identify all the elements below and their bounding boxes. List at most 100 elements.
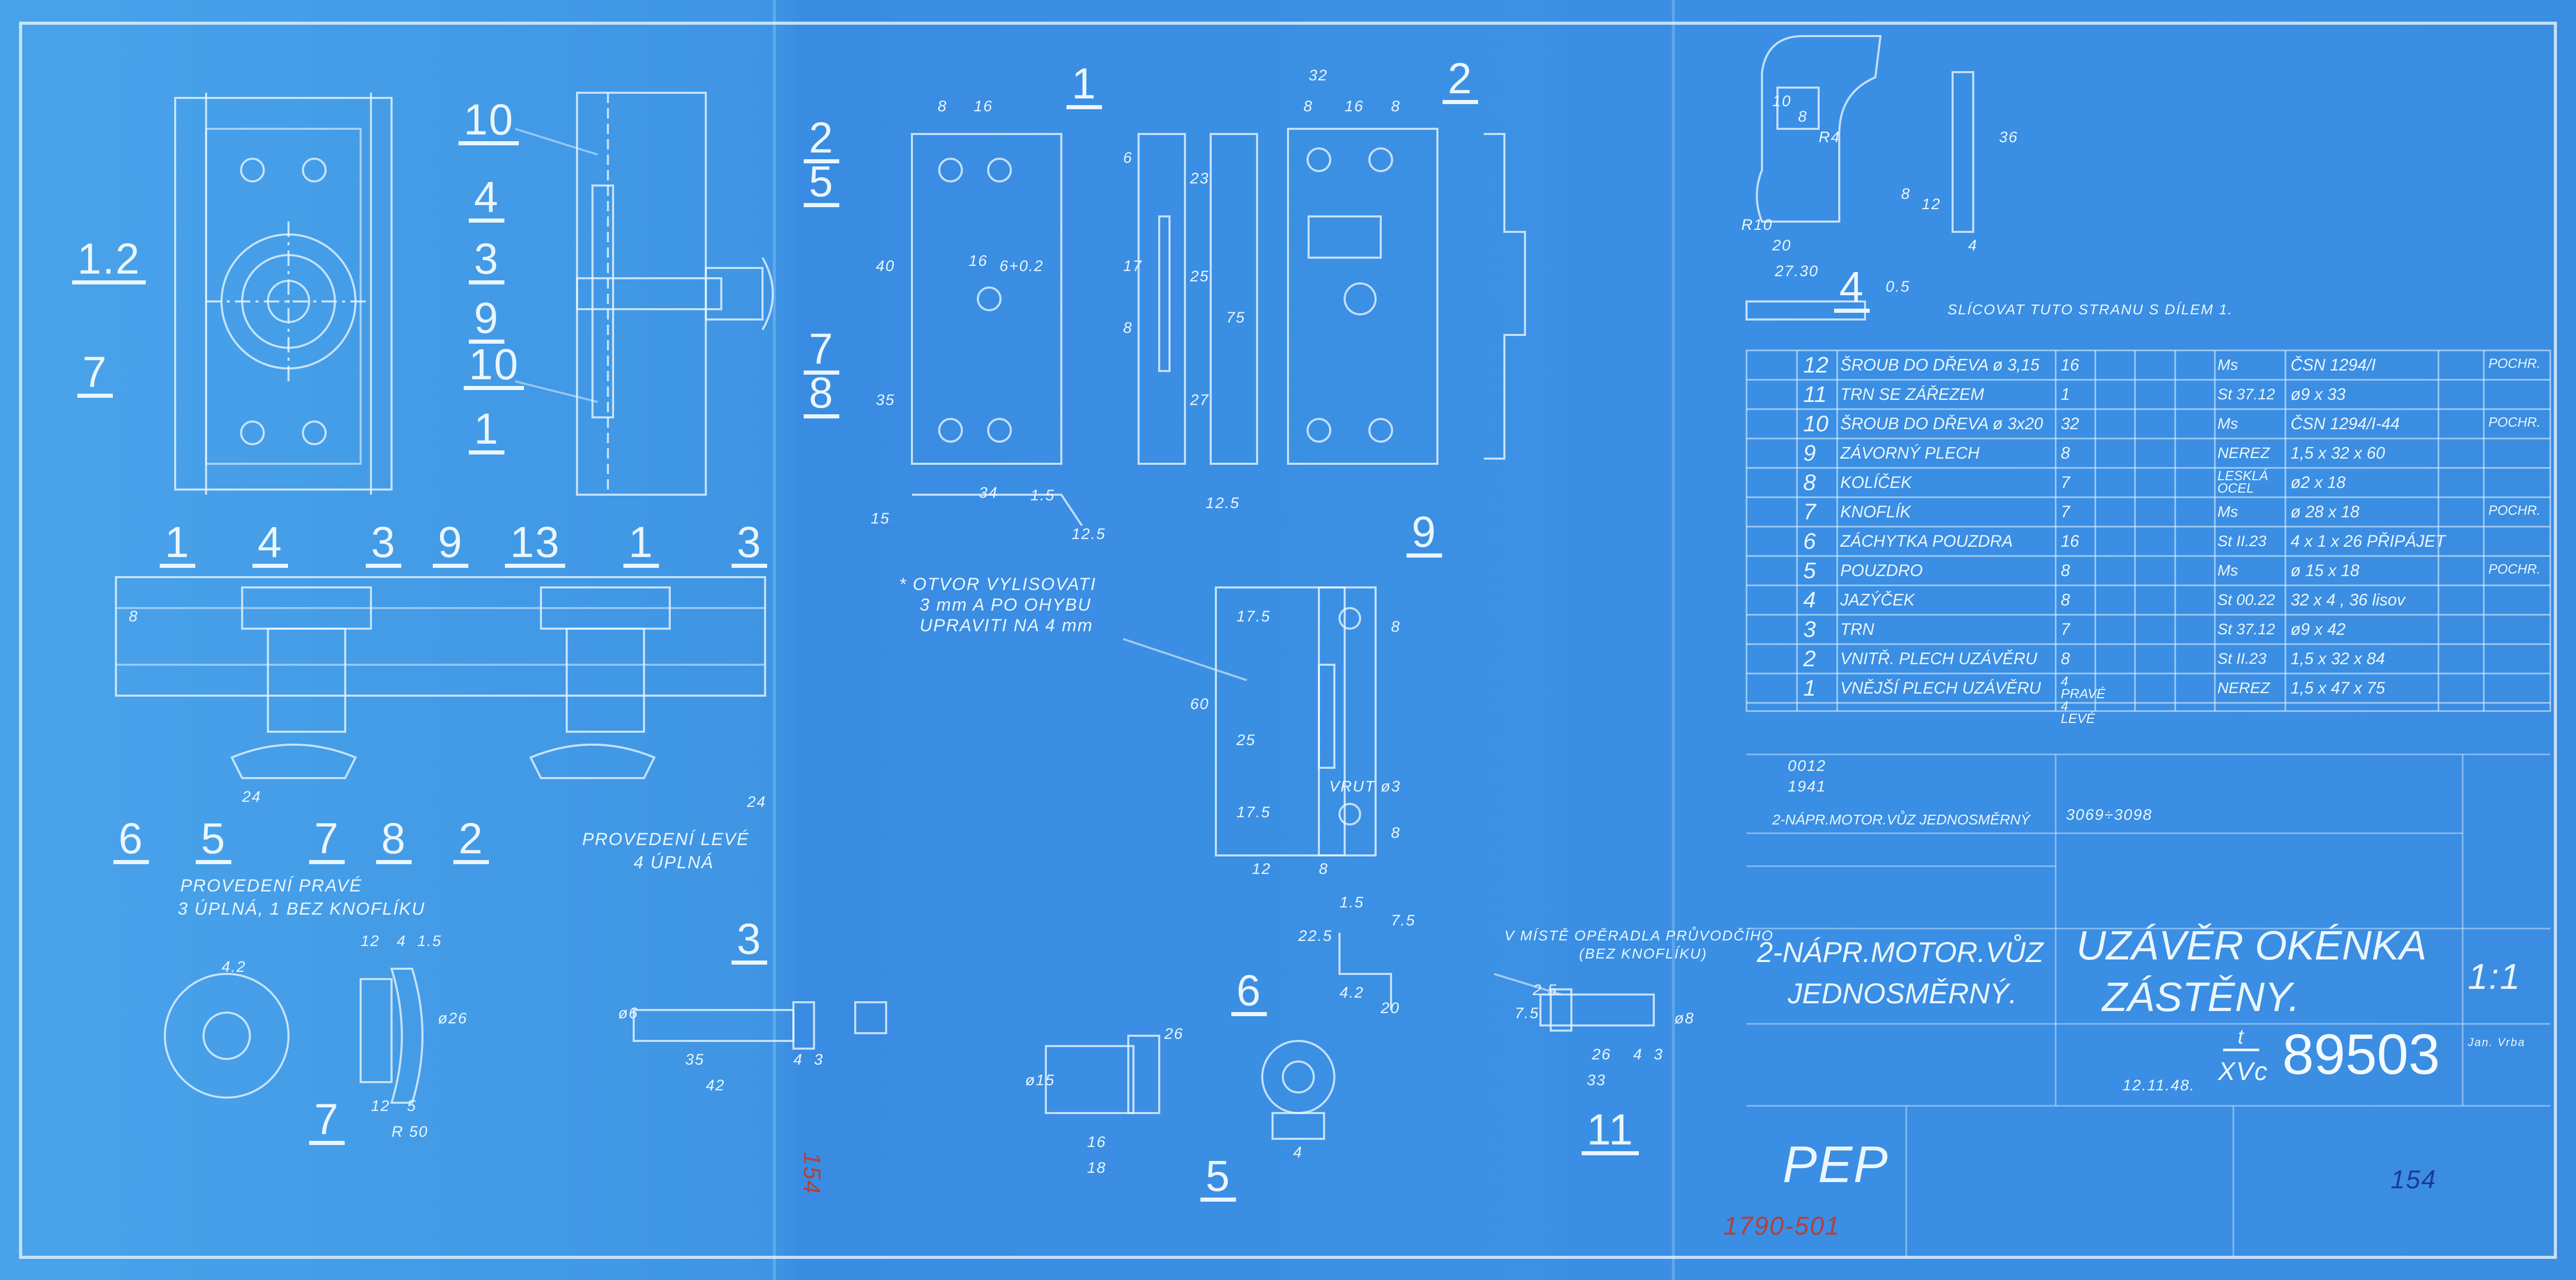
dimension-label: 8 — [1391, 824, 1401, 841]
dimension-label: 40 — [876, 258, 895, 275]
parts-list-qty: 16 — [2061, 356, 2079, 374]
part-7-knob-drawing — [164, 968, 423, 1104]
callout-10: 10 — [459, 98, 519, 145]
dimension-label: 24 — [747, 794, 767, 811]
part-7-label: 7 — [309, 1098, 345, 1145]
dimension-label: 35 — [876, 392, 895, 409]
section-callout: 4 — [252, 520, 288, 568]
signature: Jan. Vrba — [2468, 1036, 2526, 1049]
dimension-label: 12.5 — [1072, 526, 1106, 543]
dimension-label: 0.5 — [1886, 278, 1910, 295]
dimension-label: 27.30 — [1775, 263, 1819, 280]
dimension-label: 26 — [1592, 1046, 1612, 1063]
title-block-grid — [1747, 753, 2550, 1257]
parts-list-no: 4 — [1803, 587, 1816, 613]
dimension-label: 33 — [1587, 1072, 1606, 1089]
dimension-label: 4.2 — [1340, 984, 1364, 1001]
dimension-label: 4 — [1293, 1144, 1303, 1161]
section-callout: 1 — [623, 520, 659, 568]
parts-list-qty: 8 — [2061, 649, 2070, 668]
dimension-label: 35 — [685, 1051, 705, 1068]
part-11-note: (BEZ KNOFLÍKU) — [1579, 946, 1707, 962]
hole-note-line: * OTVOR VYLISOVATI — [899, 575, 1097, 594]
parts-list-material: Ms — [2217, 415, 2238, 432]
handwritten-blue-number: 154 — [2391, 1165, 2437, 1194]
dimension-label: 7.5 — [1515, 1005, 1539, 1022]
dimension-label: 8 — [1901, 186, 1911, 203]
section-callout: 9 — [433, 520, 468, 568]
drawing-title-line-1: UZÁVĚR OKÉNKA — [2076, 922, 2427, 968]
code-1: 0012 — [1788, 757, 1826, 774]
company-mark: PEP — [1783, 1136, 1889, 1193]
bottom-callout: 7 — [309, 817, 345, 864]
dimension-label: 22.5 — [1298, 928, 1333, 945]
dimension-label: ø6 — [618, 1005, 639, 1022]
dimension-label: 75 — [1226, 309, 1246, 326]
parts-list-qty: 8 — [2061, 591, 2070, 609]
handwritten-red-number: 1790-501 — [1723, 1211, 1841, 1240]
parts-list-material: Ms — [2217, 357, 2238, 374]
dimension-label: ø8 — [1674, 1010, 1695, 1027]
parts-list-name: POUZDRO — [1840, 561, 1923, 580]
dimension-label: 5 — [407, 1098, 417, 1115]
part-3-label: 3 — [732, 917, 767, 965]
parts-list-qty: 7 — [2061, 502, 2070, 521]
parts-list-spec: ø2 x 18 — [2291, 473, 2346, 492]
parts-list-no: 12 — [1803, 352, 1828, 378]
callout-2: 2 — [804, 116, 839, 163]
parts-list-name: TRN — [1840, 620, 1874, 638]
part-1-drawing — [911, 133, 1258, 527]
part-11-drawing — [1494, 973, 1655, 1032]
parts-list-spec: ø 28 x 18 — [2291, 502, 2360, 521]
parts-list-material: NEREZ — [2217, 445, 2270, 462]
parts-list-qty: 7 — [2061, 473, 2070, 492]
parts-list-spec: 1,5 x 47 x 75 — [2291, 679, 2385, 697]
dimension-label: 18 — [1087, 1159, 1107, 1176]
callout-1-2: 1.2 — [72, 237, 146, 284]
parts-list-no: 5 — [1803, 558, 1816, 583]
dimension-label: 16 — [969, 252, 988, 270]
dimension-label: 4 — [1968, 237, 1978, 254]
parts-list-qty: 1 — [2061, 385, 2070, 403]
drawing-title-line-2: ZÁSTĚNY. — [2102, 974, 2300, 1020]
parts-list-name: ŠROUB DO DŘEVA ø 3,15 — [1840, 356, 2040, 374]
dimension-label: R10 — [1741, 216, 1773, 233]
section-callout: 1 — [160, 520, 195, 568]
parts-list-spec: ø 15 x 18 — [2291, 561, 2360, 580]
parts-list-qty: 32 — [2061, 414, 2079, 433]
parts-list-finish: POCHR. — [2488, 561, 2541, 577]
dimension-label: 8 — [1319, 861, 1329, 878]
dimension-label: 6+0.2 — [999, 258, 1044, 275]
vehicle-line-2: JEDNOSMĚRNÝ. — [1788, 977, 2017, 1009]
parts-list-material: St II.23 — [2217, 650, 2267, 667]
bottom-callout: 2 — [453, 817, 489, 864]
part-5-drawing — [1045, 1035, 1335, 1140]
right-version-detail: 3 ÚPLNÁ, 1 BEZ KNOFLÍKU — [178, 899, 426, 919]
vehicle-range: 3069÷3098 — [2066, 806, 2153, 823]
bottom-callout: 6 — [113, 817, 149, 864]
parts-list-no: 9 — [1803, 441, 1816, 466]
callout-7: 7 — [77, 350, 113, 398]
code-2: 1941 — [1788, 778, 1826, 795]
dimension-label: 25 — [1190, 268, 1210, 285]
parts-list-name: ZÁVORNÝ PLECH — [1840, 444, 1980, 462]
dimension-label: 12 — [1922, 196, 1941, 213]
parts-list-no: 10 — [1803, 411, 1828, 436]
parts-list-finish: POCHR. — [2488, 356, 2541, 371]
dimension-label: 6 — [1123, 149, 1133, 166]
parts-list-name: JAZÝČEK — [1840, 591, 1915, 609]
parts-list-name: ŠROUB DO DŘEVA ø 3x20 — [1840, 414, 2043, 433]
callout-7: 7 — [804, 327, 839, 375]
scale: 1:1 — [2468, 956, 2521, 997]
parts-list-material: Ms — [2217, 562, 2238, 579]
dimension-label: 17.5 — [1236, 804, 1271, 821]
dimension-label: 26 — [1164, 1025, 1184, 1042]
dimension-label: ø26 — [438, 1010, 468, 1027]
dimension-label: 8 — [1798, 108, 1808, 125]
dimension-label: 3 — [814, 1051, 824, 1068]
dimension-label: 10 — [1772, 93, 1792, 110]
parts-list-name: ZÁCHYTKA POUZDRA — [1840, 532, 2013, 550]
dimension-label: 8 — [938, 98, 947, 115]
drawing-date: 12.11.48. — [2123, 1077, 2195, 1094]
callout-9: 9 — [469, 296, 504, 344]
